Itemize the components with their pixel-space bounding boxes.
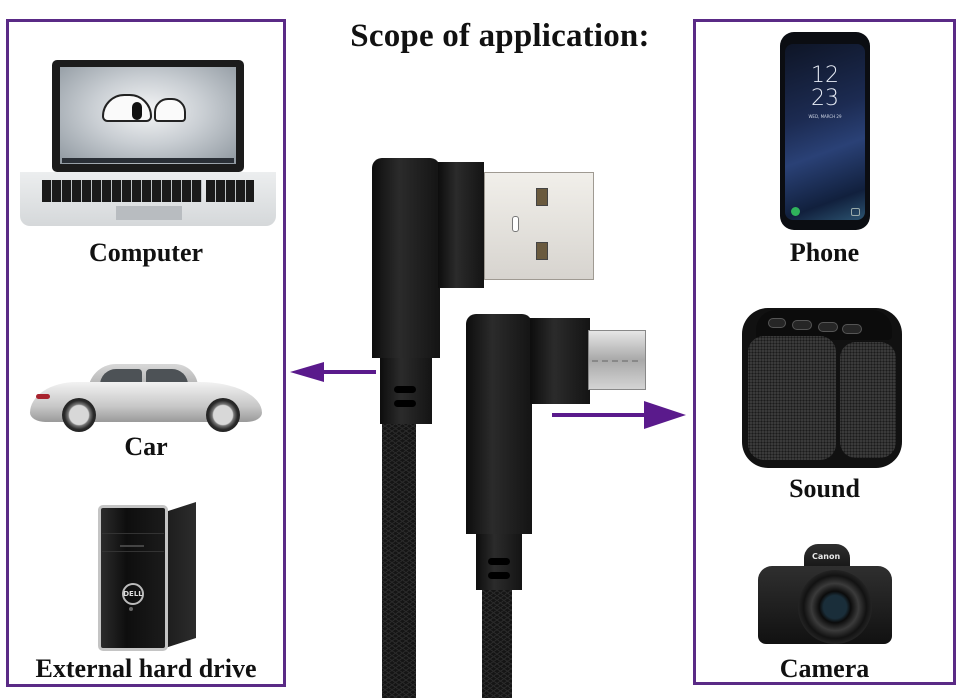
computer-label: Computer xyxy=(88,238,204,267)
lock-clock-hour: 12 xyxy=(811,63,839,88)
phone-call-icon xyxy=(791,207,800,216)
micro-usb-connector xyxy=(466,314,532,534)
usb-a-connector xyxy=(372,158,440,358)
dell-logo: DELL xyxy=(122,583,144,605)
arrow-right-icon xyxy=(552,401,686,429)
desktop-tower-icon: DELL xyxy=(98,501,198,653)
camera-icon: Canon xyxy=(758,544,892,650)
page-title: Scope of application: xyxy=(350,18,650,54)
camera-shortcut-icon xyxy=(851,208,860,216)
camera-label: Camera xyxy=(779,654,870,683)
car-label: Car xyxy=(124,432,168,461)
usb-cable-image xyxy=(360,150,660,698)
speaker-icon xyxy=(742,308,902,468)
sound-label: Sound xyxy=(789,474,860,503)
external-hard-drive-label: External hard drive xyxy=(35,654,257,683)
canon-logo: Canon xyxy=(812,552,841,561)
laptop-icon xyxy=(20,58,276,230)
lock-date: WED, MARCH 29 xyxy=(808,114,842,119)
car-icon xyxy=(30,362,262,434)
smartphone-icon: 12 23 WED, MARCH 29 xyxy=(780,32,870,230)
lock-clock-minute: 23 xyxy=(811,86,839,111)
arrow-left-icon xyxy=(290,362,376,382)
phone-label: Phone xyxy=(789,238,860,267)
